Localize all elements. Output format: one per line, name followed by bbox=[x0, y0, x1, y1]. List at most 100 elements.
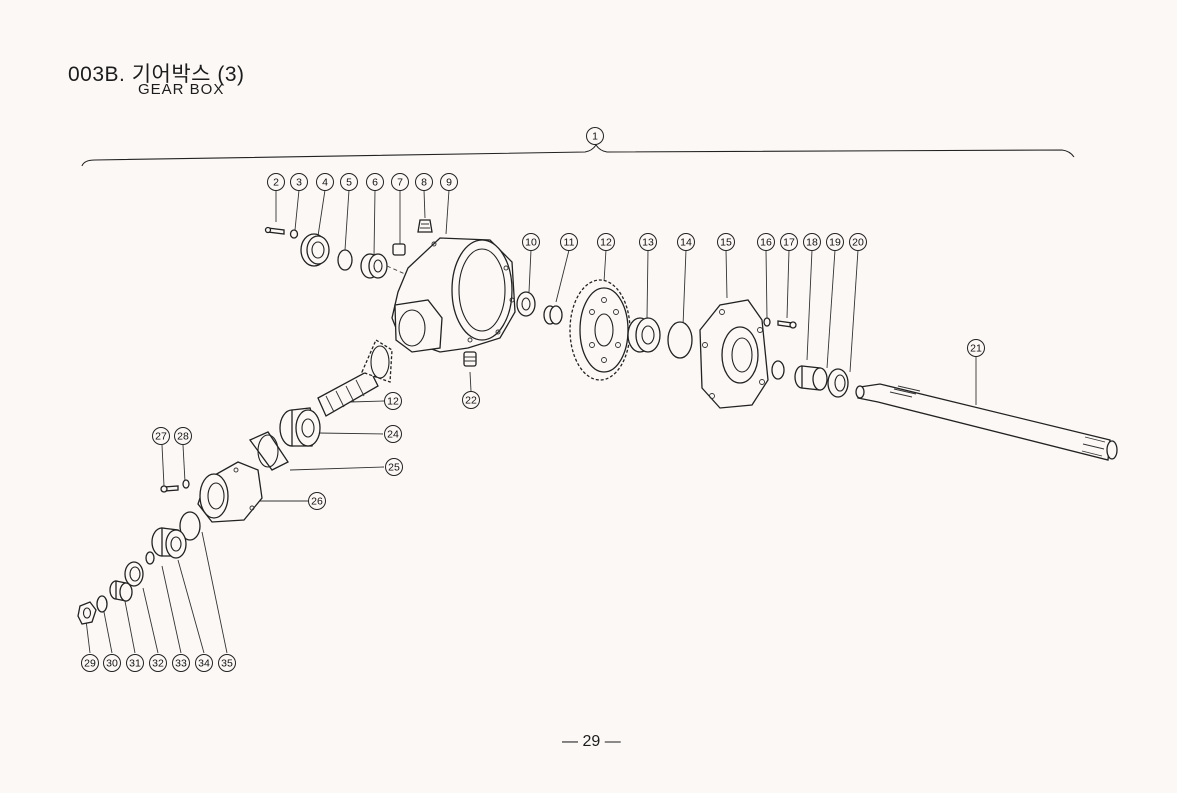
callout-number: 4 bbox=[322, 177, 328, 189]
callout-number: 13 bbox=[642, 237, 654, 249]
callout-8: 8 bbox=[415, 173, 433, 191]
callout-28: 28 bbox=[174, 427, 192, 445]
callout-30: 30 bbox=[103, 654, 121, 672]
nut-10 bbox=[516, 291, 536, 317]
callout-5: 5 bbox=[340, 173, 358, 191]
callout-22: 22 bbox=[462, 391, 480, 409]
page-number: — 29 — bbox=[562, 733, 621, 750]
callout-33: 33 bbox=[172, 654, 190, 672]
callout-1: 1 bbox=[586, 127, 604, 145]
callout-number: 15 bbox=[720, 237, 732, 249]
bearing-holder-15 bbox=[699, 299, 769, 409]
pinion-case-26 bbox=[197, 461, 263, 523]
callout-35: 35 bbox=[218, 654, 236, 672]
callout-number: 18 bbox=[806, 237, 818, 249]
callout-number: 22 bbox=[465, 395, 477, 407]
callout-20: 20 bbox=[849, 233, 867, 251]
callout-number: 5 bbox=[346, 177, 352, 189]
bushing-19 bbox=[794, 365, 828, 391]
nut-29 bbox=[77, 601, 97, 625]
callout-17: 17 bbox=[780, 233, 798, 251]
callout-number: 20 bbox=[852, 237, 864, 249]
callout-21: 21 bbox=[967, 339, 985, 357]
callout-number: 7 bbox=[397, 177, 403, 189]
callout-number: 12 bbox=[387, 396, 399, 408]
washer-28 bbox=[182, 479, 190, 489]
washer-30 bbox=[96, 595, 108, 613]
oil-seal-4 bbox=[300, 233, 330, 267]
callout-number: 24 bbox=[387, 429, 399, 441]
bolt-2 bbox=[264, 226, 285, 235]
leader-lines bbox=[85, 189, 977, 654]
bushing-11 bbox=[543, 305, 563, 325]
bearing-6 bbox=[360, 253, 406, 279]
callout-3: 3 bbox=[290, 173, 308, 191]
callout-13: 13 bbox=[639, 233, 657, 251]
callout-18: 18 bbox=[803, 233, 821, 251]
bevel-gear-12 bbox=[569, 279, 631, 381]
callout-15: 15 bbox=[717, 233, 735, 251]
breather-8 bbox=[417, 219, 433, 233]
callout-27: 27 bbox=[152, 427, 170, 445]
bolt-27 bbox=[160, 485, 179, 493]
callout-10: 10 bbox=[522, 233, 540, 251]
washer-3 bbox=[289, 229, 299, 239]
bearing-13 bbox=[627, 317, 661, 353]
callout-14: 14 bbox=[677, 233, 695, 251]
callout-number: 10 bbox=[525, 237, 537, 249]
callout-6: 6 bbox=[366, 173, 384, 191]
callout-number: 14 bbox=[680, 237, 692, 249]
bearing-34 bbox=[151, 527, 187, 559]
callout-number: 3 bbox=[296, 177, 302, 189]
gasket-25 bbox=[248, 431, 289, 471]
callout-number: 16 bbox=[760, 237, 772, 249]
plug-7 bbox=[392, 243, 406, 256]
callout-31: 31 bbox=[126, 654, 144, 672]
callout-number: 17 bbox=[783, 237, 795, 249]
callout-34: 34 bbox=[195, 654, 213, 672]
callout-number: 27 bbox=[155, 431, 167, 443]
callout-number: 9 bbox=[446, 177, 452, 189]
callout-12a: 12 bbox=[597, 233, 615, 251]
section-subtitle: GEAR BOX bbox=[138, 81, 225, 98]
callout-number: 6 bbox=[372, 177, 378, 189]
callout-number: 30 bbox=[106, 658, 118, 670]
pinion-shaft-12 bbox=[317, 339, 393, 417]
o-ring-35 bbox=[179, 511, 201, 541]
callout-19: 19 bbox=[826, 233, 844, 251]
callout-29: 29 bbox=[81, 654, 99, 672]
callout-number: 28 bbox=[177, 431, 189, 443]
collar-31 bbox=[109, 580, 133, 602]
washer-16 bbox=[763, 317, 771, 327]
gear-case-9 bbox=[391, 237, 516, 353]
callout-number: 1 bbox=[592, 131, 598, 143]
callout-26: 26 bbox=[308, 492, 326, 510]
callout-2: 2 bbox=[267, 173, 285, 191]
callout-number: 11 bbox=[564, 237, 575, 249]
drain-plug-22 bbox=[463, 351, 477, 367]
callout-4: 4 bbox=[316, 173, 334, 191]
callout-number: 26 bbox=[311, 496, 323, 508]
shim-14 bbox=[667, 321, 693, 359]
callout-32: 32 bbox=[149, 654, 167, 672]
o-ring-18 bbox=[771, 360, 785, 380]
callout-24: 24 bbox=[384, 425, 402, 443]
washer-33 bbox=[145, 551, 155, 565]
callout-11: 11 bbox=[560, 233, 578, 251]
callout-25: 25 bbox=[385, 458, 403, 476]
section-title: 003B. 기어박스 (3) bbox=[68, 63, 245, 86]
callout-number: 32 bbox=[152, 658, 164, 670]
oil-seal-32 bbox=[124, 561, 144, 587]
callout-16: 16 bbox=[757, 233, 775, 251]
o-ring-5 bbox=[337, 249, 353, 271]
callout-number: 31 bbox=[129, 658, 141, 670]
oil-seal-20 bbox=[827, 368, 849, 398]
callout-number: 19 bbox=[829, 237, 841, 249]
bearing-24 bbox=[279, 407, 321, 447]
callout-number: 8 bbox=[421, 177, 427, 189]
assembly-bracket bbox=[81, 144, 1075, 167]
callout-12b: 12 bbox=[384, 392, 402, 410]
